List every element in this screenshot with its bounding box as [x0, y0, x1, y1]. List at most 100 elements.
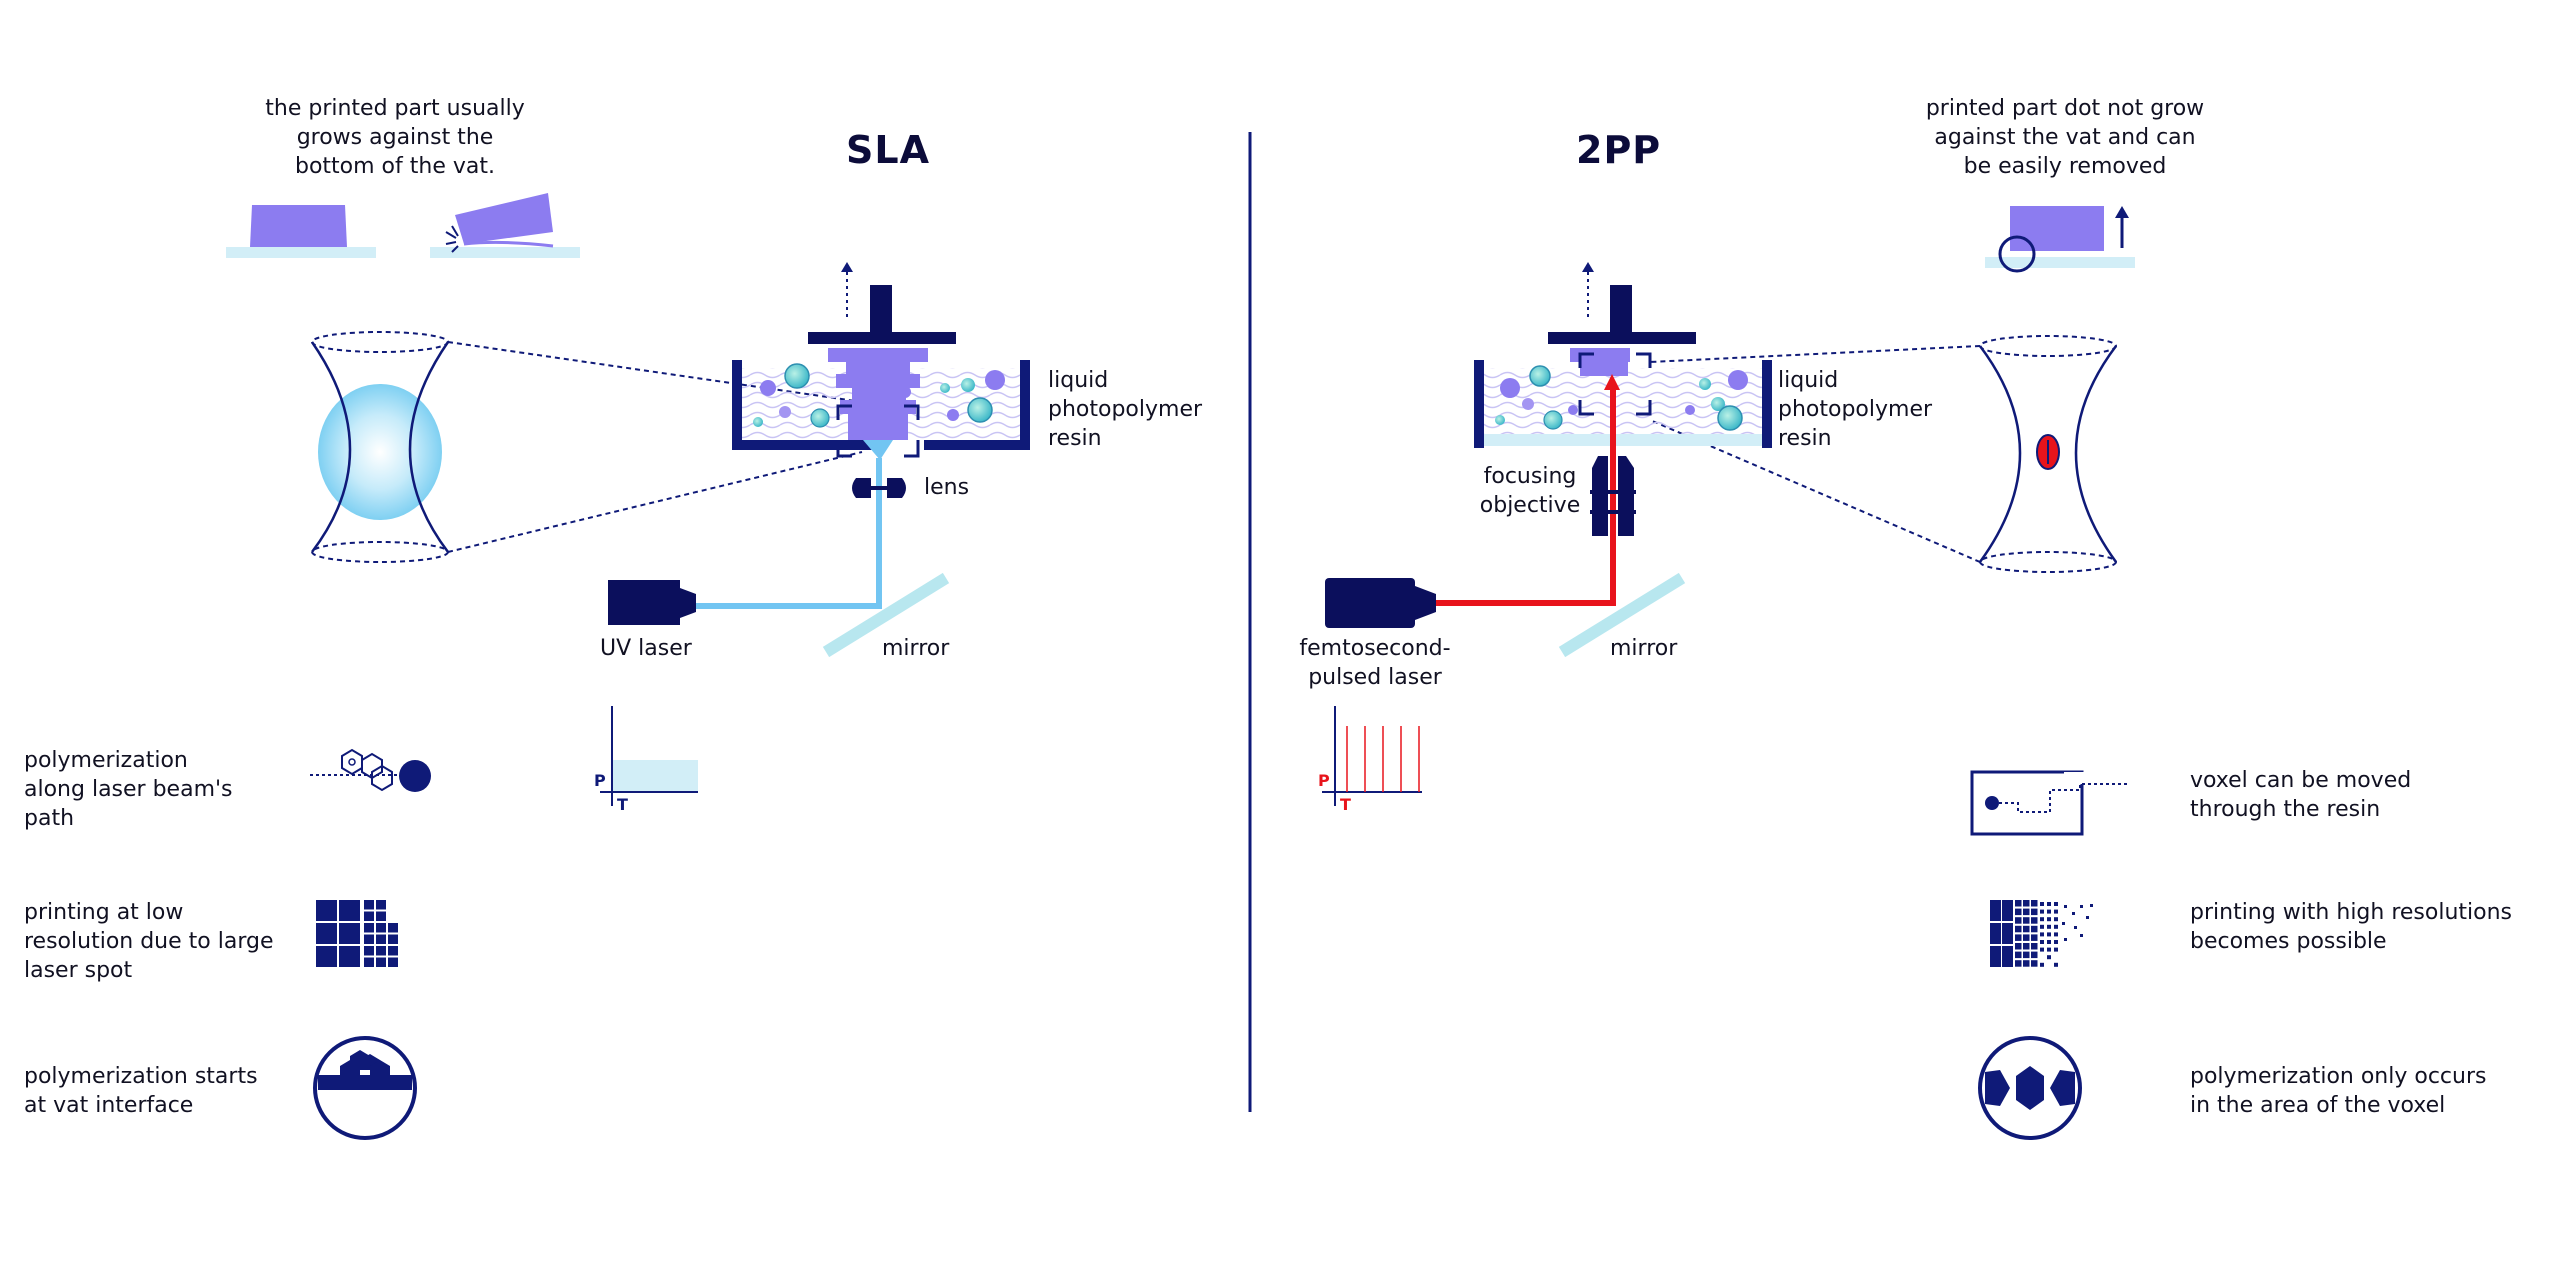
grid-dot — [2047, 940, 2051, 944]
grid-dot — [2047, 909, 2051, 914]
sla-vat-note: the printed part usually grows against t… — [265, 96, 525, 179]
grid-cell — [376, 900, 386, 910]
grid-cell — [376, 911, 386, 921]
grid-cell — [388, 946, 398, 956]
grid-dot — [2047, 947, 2051, 952]
tpp-laser-label: femtosecond- pulsed laser — [1299, 636, 1451, 690]
grid-cell — [2031, 943, 2038, 950]
grid-cell — [2031, 951, 2038, 959]
grid-dot — [2054, 909, 2058, 914]
grid-cell — [364, 900, 374, 910]
grid-cell — [316, 946, 337, 967]
tpp-graph-t-label: T — [1340, 795, 1351, 814]
grid-cell — [2023, 925, 2030, 933]
sla-build-platform — [808, 262, 956, 458]
grid-cell — [339, 923, 360, 944]
tpp-laser-beam — [1436, 374, 1620, 606]
grid-cell — [2015, 960, 2022, 967]
tpp-resin-vat — [1474, 360, 1772, 448]
grid-dot — [2086, 916, 2089, 919]
sla-laser-label: UV laser — [600, 636, 692, 661]
tpp-vat-note: printed part dot not grow against the va… — [1925, 96, 2205, 179]
high-resolution-grid-icon — [1990, 900, 2093, 967]
low-resolution-grid-icon — [316, 900, 398, 967]
grid-cell — [388, 923, 398, 933]
grid-dot — [2040, 962, 2044, 967]
grid-cell — [2031, 917, 2038, 924]
grid-cell — [364, 923, 374, 933]
sla-part-peeling-icon — [430, 193, 580, 258]
grid-cell — [2031, 900, 2038, 907]
grid-dot — [2040, 932, 2044, 937]
sla-feature-2-text: printing at low resolution due to large … — [24, 900, 274, 983]
grid-dot — [2054, 940, 2058, 944]
vat-interface-icon — [313, 1036, 417, 1140]
tpp-mirror-label: mirror — [1610, 636, 1678, 661]
grid-cell — [339, 900, 360, 921]
grid-cell — [376, 934, 386, 944]
sla-focus-zoom — [310, 331, 863, 563]
grid-cell — [2023, 900, 2030, 907]
sla-lens-label: lens — [924, 475, 970, 500]
sla-graph-t-label: T — [617, 795, 628, 814]
sla-resin-label: liquid photopolymer resin — [1048, 368, 1203, 451]
grid-dot — [2047, 924, 2051, 929]
grid-cell — [2015, 900, 2022, 907]
sla-mirror-label: mirror — [882, 636, 950, 661]
sla-uv-laser — [608, 580, 696, 625]
grid-cell — [2015, 908, 2022, 916]
grid-dot — [2040, 947, 2044, 952]
grid-cell — [2023, 960, 2030, 967]
grid-cell — [2023, 943, 2030, 950]
grid-cell — [2002, 900, 2013, 921]
grid-cell — [2023, 917, 2030, 924]
grid-dot — [2054, 962, 2058, 967]
grid-cell — [339, 946, 360, 967]
tpp-femtosecond-laser — [1325, 578, 1436, 628]
grid-dot — [2074, 926, 2077, 929]
grid-dot — [2080, 905, 2083, 908]
grid-dot — [2040, 902, 2044, 906]
grid-dot — [2072, 912, 2075, 915]
grid-cell — [2015, 925, 2022, 933]
tpp-feature-2-text: printing with high resolutions becomes p… — [2190, 900, 2513, 954]
grid-cell — [2031, 960, 2038, 967]
grid-dot — [2047, 902, 2051, 906]
sla-uv-beam — [694, 440, 893, 609]
grid-cell — [316, 923, 337, 944]
grid-cell — [2015, 917, 2022, 924]
beam-path-icon — [310, 748, 431, 792]
tpp-feature-1-text: voxel can be moved through the resin — [2190, 768, 2412, 822]
grid-cell — [364, 946, 374, 956]
grid-cell — [2031, 908, 2038, 916]
grid-dot — [2047, 955, 2051, 960]
grid-dot — [2040, 917, 2044, 922]
tpp-graph-p-label: P — [1318, 771, 1330, 790]
tpp-resin-label: liquid photopolymer resin — [1778, 368, 1933, 451]
grid-cell — [376, 957, 386, 967]
grid-cell — [2023, 934, 2030, 941]
grid-cell — [2031, 934, 2038, 941]
grid-dot — [2064, 905, 2067, 908]
grid-dot — [2040, 940, 2044, 944]
grid-cell — [364, 934, 374, 944]
grid-cell — [1990, 923, 2001, 944]
tpp-mirror — [1558, 572, 1686, 658]
sla-title: SLA — [846, 128, 930, 172]
grid-dot — [2054, 902, 2058, 906]
tpp-focusing-objective — [1590, 456, 1636, 536]
grid-cell — [2031, 925, 2038, 933]
voxel-only-icon — [1978, 1036, 2082, 1140]
grid-cell — [2023, 951, 2030, 959]
sla-lens — [852, 478, 906, 498]
grid-dot — [2040, 924, 2044, 929]
grid-cell — [2015, 943, 2022, 950]
grid-dot — [2090, 904, 2093, 907]
grid-cell — [2015, 951, 2022, 959]
grid-dot — [2040, 909, 2044, 914]
sla-feature-1-text: polymerization along laser beam's path — [24, 748, 233, 831]
grid-cell — [388, 934, 398, 944]
grid-dot — [2064, 938, 2067, 941]
sla-mirror — [822, 572, 950, 658]
grid-cell — [364, 957, 374, 967]
